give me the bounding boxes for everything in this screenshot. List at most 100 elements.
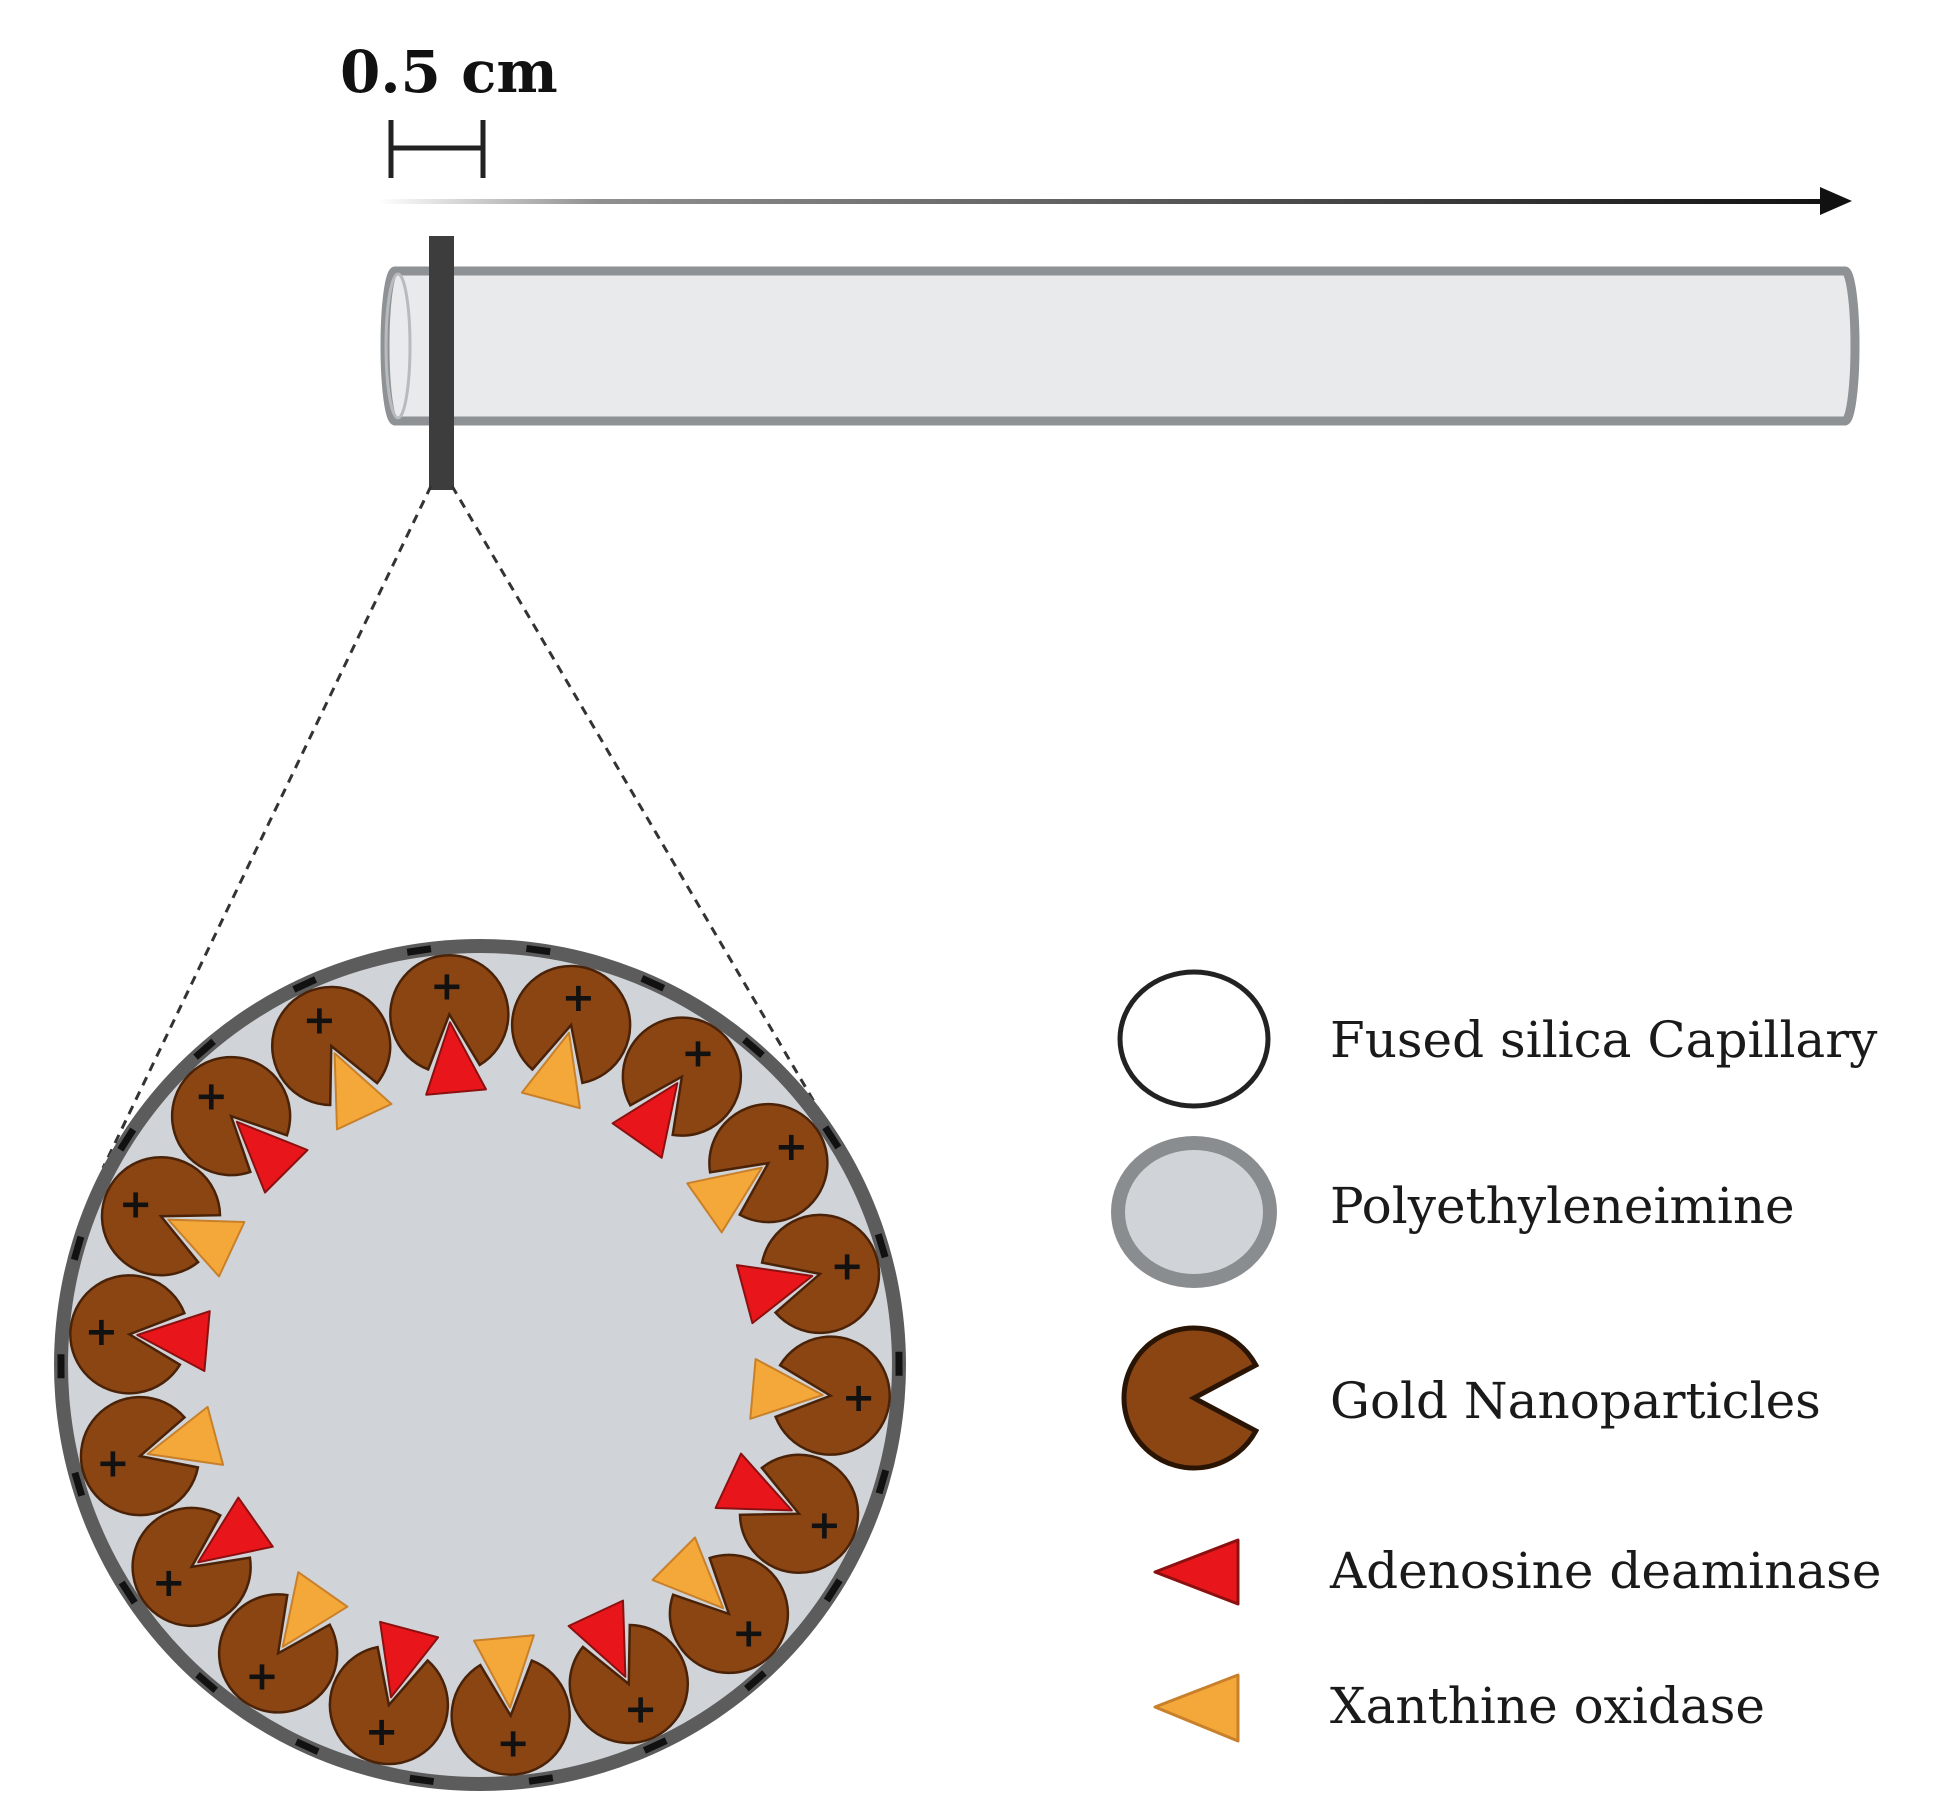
xanthine-oxidase-triangle bbox=[333, 1052, 393, 1131]
negative-charge-mark bbox=[528, 1774, 554, 1785]
adenosine-deaminase-triangle bbox=[136, 1310, 211, 1372]
scale-bar: 0.5 cm bbox=[340, 38, 558, 178]
negative-charge-mark bbox=[71, 1471, 86, 1497]
legend-item-capillary: Fused silica Capillary bbox=[1117, 969, 1878, 1109]
capillary-tube-body bbox=[380, 266, 1860, 426]
negative-charges bbox=[57, 944, 903, 1786]
positive-charge-mark: + bbox=[842, 1375, 876, 1421]
adenosine-deaminase-triangle bbox=[735, 1264, 814, 1325]
gold-nanoparticle bbox=[389, 954, 510, 1072]
positive-charge-mark: + bbox=[830, 1244, 864, 1290]
negative-charge-mark bbox=[195, 1672, 218, 1693]
positive-charge-mark: + bbox=[365, 1709, 399, 1755]
gold-nanoparticle bbox=[450, 1658, 571, 1776]
positive-charge-mark: + bbox=[245, 1653, 279, 1699]
negative-charge-mark bbox=[57, 1354, 65, 1379]
legend-label-aunp: Gold Nanoparticles bbox=[1330, 1372, 1821, 1430]
positive-charge-mark: + bbox=[775, 1124, 809, 1170]
zoom-lines bbox=[101, 485, 848, 1169]
legend-label-xo: Xanthine oxidase bbox=[1330, 1677, 1765, 1735]
positive-charge-mark: + bbox=[681, 1031, 715, 1077]
gold-nanoparticle bbox=[668, 1553, 790, 1675]
negative-charge-mark bbox=[193, 1038, 216, 1060]
particle-ring: ++++++++++++++++++ bbox=[69, 954, 891, 1776]
positive-charge-mark: + bbox=[152, 1560, 186, 1606]
positive-charge-mark: + bbox=[303, 998, 337, 1044]
xanthine-oxidase-triangle bbox=[473, 1634, 535, 1709]
zoom-line-right bbox=[450, 485, 848, 1157]
negative-charge-mark bbox=[409, 1774, 435, 1786]
gold-nanoparticle bbox=[708, 1102, 829, 1224]
negative-charge-mark bbox=[823, 1578, 843, 1603]
gold-nanoparticle bbox=[510, 964, 632, 1085]
adenosine-deaminase-triangle bbox=[714, 1452, 793, 1512]
xanthine-oxidase-triangle bbox=[146, 1405, 225, 1466]
positive-charge-mark: + bbox=[808, 1503, 842, 1549]
negative-charge-mark bbox=[294, 1738, 320, 1755]
orange-triangle-icon bbox=[1153, 1673, 1240, 1743]
gold-nanoparticle bbox=[621, 1016, 743, 1137]
gold-nanoparticle bbox=[271, 985, 392, 1107]
positive-charge-mark: + bbox=[624, 1686, 658, 1732]
negative-charge-mark bbox=[742, 1037, 765, 1058]
positive-charge-mark: + bbox=[562, 975, 596, 1021]
capillary-cross-section: ++++++++++++++++++ bbox=[54, 939, 906, 1791]
legend-item-ada: Adenosine deaminase bbox=[1153, 1538, 1881, 1606]
negative-charge-mark bbox=[292, 976, 318, 993]
xanthine-oxidase-triangle bbox=[281, 1571, 349, 1648]
gold-nanoparticle bbox=[170, 1055, 292, 1177]
legend-label-capillary: Fused silica Capillary bbox=[1330, 1011, 1878, 1069]
positive-charge-mark: + bbox=[496, 1721, 530, 1767]
negative-charge-mark bbox=[525, 944, 551, 956]
xanthine-oxidase-triangle bbox=[686, 1166, 763, 1234]
coated-segment-marker bbox=[429, 236, 454, 490]
adenosine-deaminase-triangle bbox=[567, 1599, 627, 1678]
positive-charge-mark: + bbox=[119, 1181, 153, 1227]
gold-nanoparticle bbox=[79, 1395, 200, 1517]
flow-arrow-shaft bbox=[378, 199, 1828, 204]
adenosine-deaminase-triangle bbox=[197, 1496, 274, 1564]
capillary-tube-left-end bbox=[384, 272, 412, 420]
brown-pacman-icon bbox=[1121, 1325, 1260, 1471]
gold-nanoparticle bbox=[738, 1453, 860, 1574]
negative-charge-mark bbox=[70, 1235, 85, 1261]
legend-label-pei: Polyethyleneimine bbox=[1330, 1177, 1795, 1235]
capillary-tube bbox=[380, 266, 1860, 426]
negative-charge-mark bbox=[117, 1127, 137, 1152]
positive-charge-mark: + bbox=[732, 1611, 766, 1657]
xanthine-oxidase-triangle bbox=[749, 1358, 824, 1420]
gold-nanoparticle bbox=[69, 1274, 187, 1395]
positive-charge-mark: + bbox=[195, 1073, 229, 1119]
negative-charge-mark bbox=[895, 1351, 903, 1376]
zoom-line-left bbox=[101, 485, 433, 1169]
positive-charge-mark: + bbox=[96, 1440, 130, 1486]
negative-charge-mark bbox=[874, 1233, 889, 1259]
legend-item-xo: Xanthine oxidase bbox=[1153, 1673, 1765, 1743]
adenosine-deaminase-triangle bbox=[235, 1120, 309, 1194]
negative-charge-mark bbox=[642, 1737, 668, 1754]
positive-charge-mark: + bbox=[85, 1309, 119, 1355]
negative-charge-mark bbox=[822, 1125, 842, 1150]
adenosine-deaminase-triangle bbox=[425, 1021, 487, 1096]
gold-nanoparticle bbox=[131, 1506, 252, 1628]
gold-nanoparticle bbox=[773, 1335, 891, 1456]
adenosine-deaminase-triangle bbox=[611, 1082, 679, 1159]
negative-charge-mark bbox=[406, 945, 432, 956]
scale-bar-label: 0.5 cm bbox=[340, 38, 558, 106]
gold-nanoparticle bbox=[760, 1213, 881, 1335]
negative-charge-mark bbox=[118, 1580, 138, 1605]
legend-item-aunp: Gold Nanoparticles bbox=[1121, 1325, 1821, 1471]
gold-nanoparticle bbox=[100, 1156, 222, 1277]
gold-nanoparticle bbox=[328, 1645, 450, 1766]
xanthine-oxidase-triangle bbox=[167, 1218, 246, 1278]
legend-item-pei: Polyethyleneimine bbox=[1111, 1136, 1795, 1288]
gold-nanoparticle bbox=[568, 1623, 689, 1745]
gold-nanoparticle bbox=[217, 1593, 339, 1714]
flow-arrow bbox=[378, 187, 1852, 215]
xanthine-oxidase-triangle bbox=[651, 1536, 725, 1610]
open-circle-icon bbox=[1117, 969, 1271, 1109]
negative-charge-mark bbox=[640, 975, 666, 992]
legend-label-ada: Adenosine deaminase bbox=[1329, 1542, 1881, 1600]
negative-charge-mark bbox=[744, 1670, 767, 1692]
